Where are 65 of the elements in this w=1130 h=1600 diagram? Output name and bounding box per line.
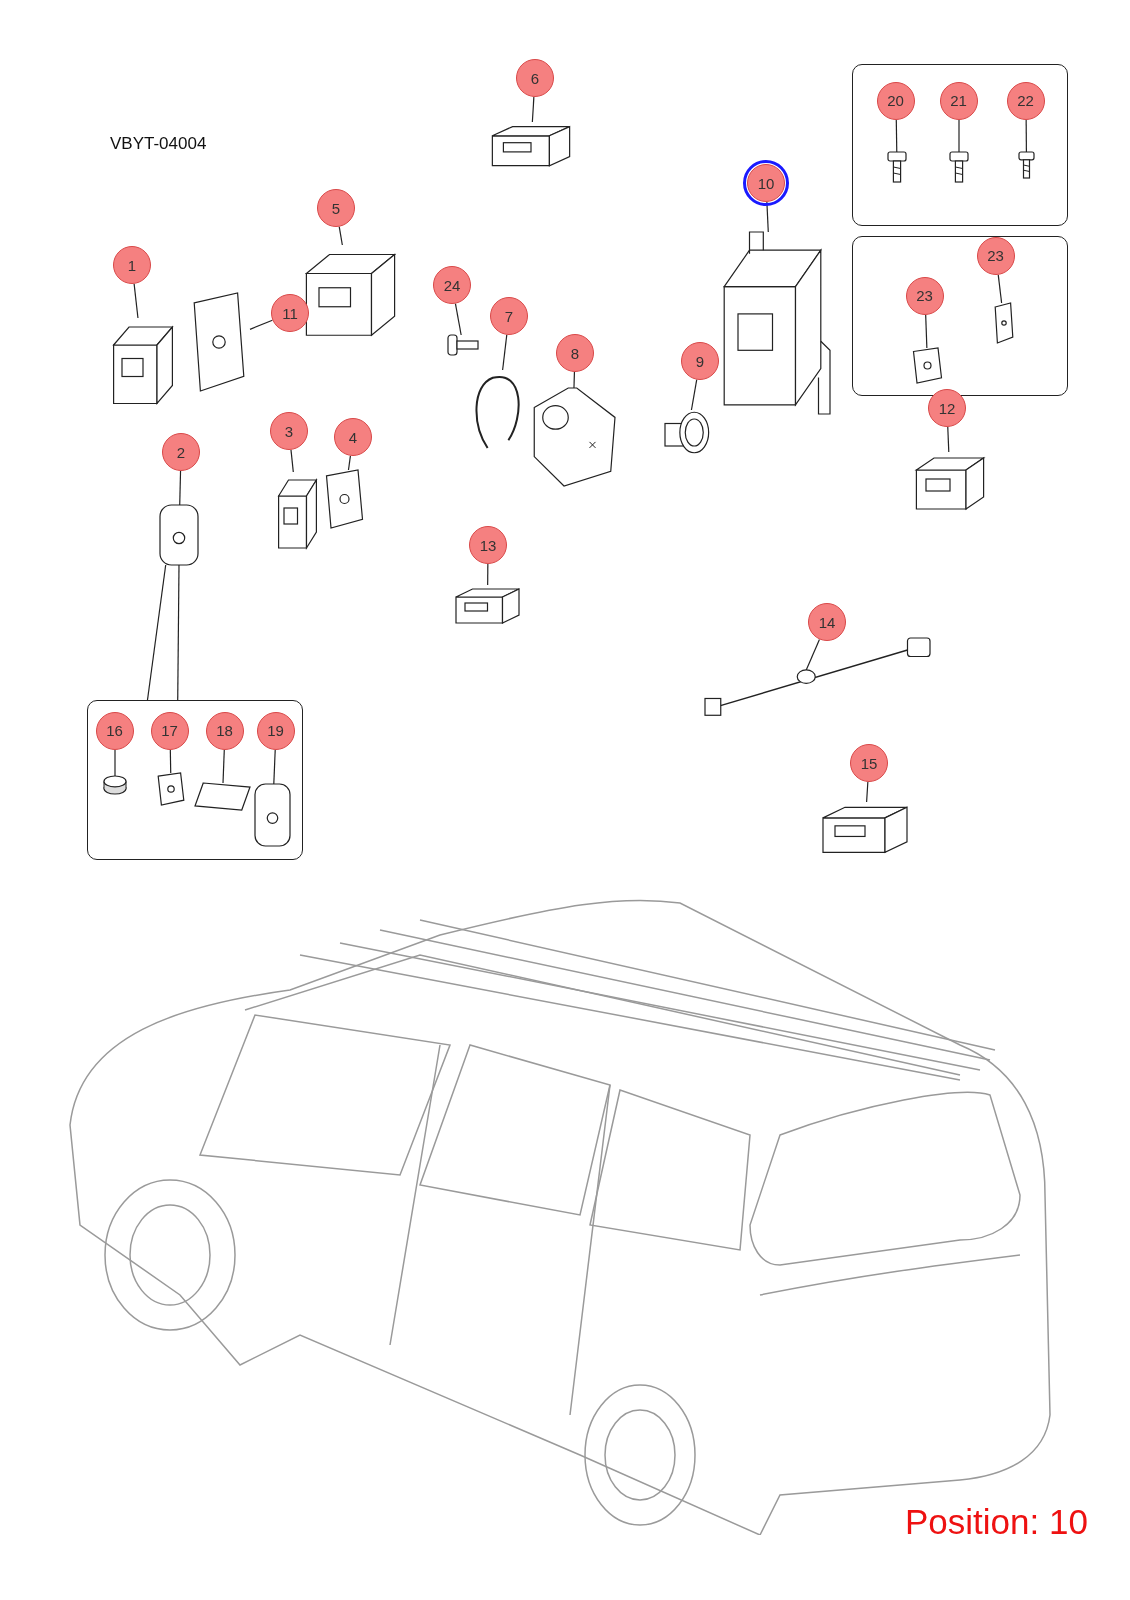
- leader-line: [531, 96, 535, 123]
- leader-line: [179, 470, 182, 506]
- callout-number: 11: [271, 294, 309, 332]
- callout-number: 19: [256, 711, 295, 750]
- inset-panel: [852, 64, 1068, 226]
- leader-line: [690, 379, 698, 411]
- callout-number: 12: [928, 389, 966, 427]
- inset-panel: [87, 700, 303, 860]
- battery-drawing: [103, 775, 126, 794]
- leader-line: [114, 749, 116, 777]
- leader-line: [925, 314, 928, 349]
- leader-line: [805, 638, 821, 671]
- callout-number: 14: [808, 603, 846, 641]
- leader-line: [866, 781, 869, 803]
- callout-number: 23: [905, 276, 944, 315]
- callout-number: 13: [469, 526, 507, 564]
- bolt-drawing: [949, 151, 968, 182]
- callout-number: 8: [556, 334, 594, 372]
- leader-line: [146, 564, 167, 701]
- inset-panel: [852, 236, 1068, 396]
- callout-number: 22: [1006, 81, 1045, 120]
- callout-number: 21: [939, 81, 978, 120]
- leader-line: [249, 319, 273, 330]
- bolt-drawing: [1018, 151, 1034, 178]
- callout-number: 20: [876, 81, 915, 120]
- leader-line: [454, 303, 462, 336]
- callout-number: 15: [850, 744, 888, 782]
- position-label: Position: 10: [905, 1502, 1088, 1542]
- key-fob-drawing: [160, 505, 198, 565]
- callout-number: 16: [95, 711, 134, 750]
- drawing-code: VBYT-04004: [110, 134, 207, 154]
- leader-line: [947, 426, 950, 453]
- leader-line: [1025, 119, 1027, 153]
- leader-line: [958, 119, 960, 153]
- leader-line: [290, 449, 294, 473]
- bolt-drawing: [448, 335, 478, 355]
- callout-number: 6: [516, 59, 554, 97]
- leader-line: [487, 563, 489, 586]
- leader-line: [573, 371, 576, 389]
- bolt-drawing: [887, 151, 906, 182]
- leader-line: [895, 119, 898, 153]
- callout-number: 4: [334, 418, 372, 456]
- callout-number: 9: [681, 342, 719, 380]
- leader-line: [169, 749, 172, 774]
- leader-line: [347, 455, 352, 471]
- leader-line: [502, 334, 508, 371]
- leader-line: [133, 283, 139, 319]
- callout-number: 18: [205, 711, 244, 750]
- leader-line: [177, 564, 180, 701]
- callout-number: 7: [490, 297, 528, 335]
- leader-line: [338, 226, 343, 246]
- callout-number: 3: [270, 412, 308, 450]
- bracket-drawing: [992, 302, 1015, 343]
- switch-drawing: [665, 410, 710, 455]
- leader-line: [997, 274, 1003, 304]
- callout-number: 24: [433, 266, 471, 304]
- callout-number: 5: [317, 189, 355, 227]
- callout-number: 2: [162, 433, 200, 471]
- callout-number: 1: [113, 246, 151, 284]
- callout-number: 17: [150, 711, 189, 750]
- key-fob-drawing: [254, 783, 290, 846]
- leader-line: [273, 749, 276, 785]
- callout-number: 23: [976, 236, 1015, 275]
- pad-drawing: [194, 782, 250, 810]
- leader-line: [222, 749, 225, 784]
